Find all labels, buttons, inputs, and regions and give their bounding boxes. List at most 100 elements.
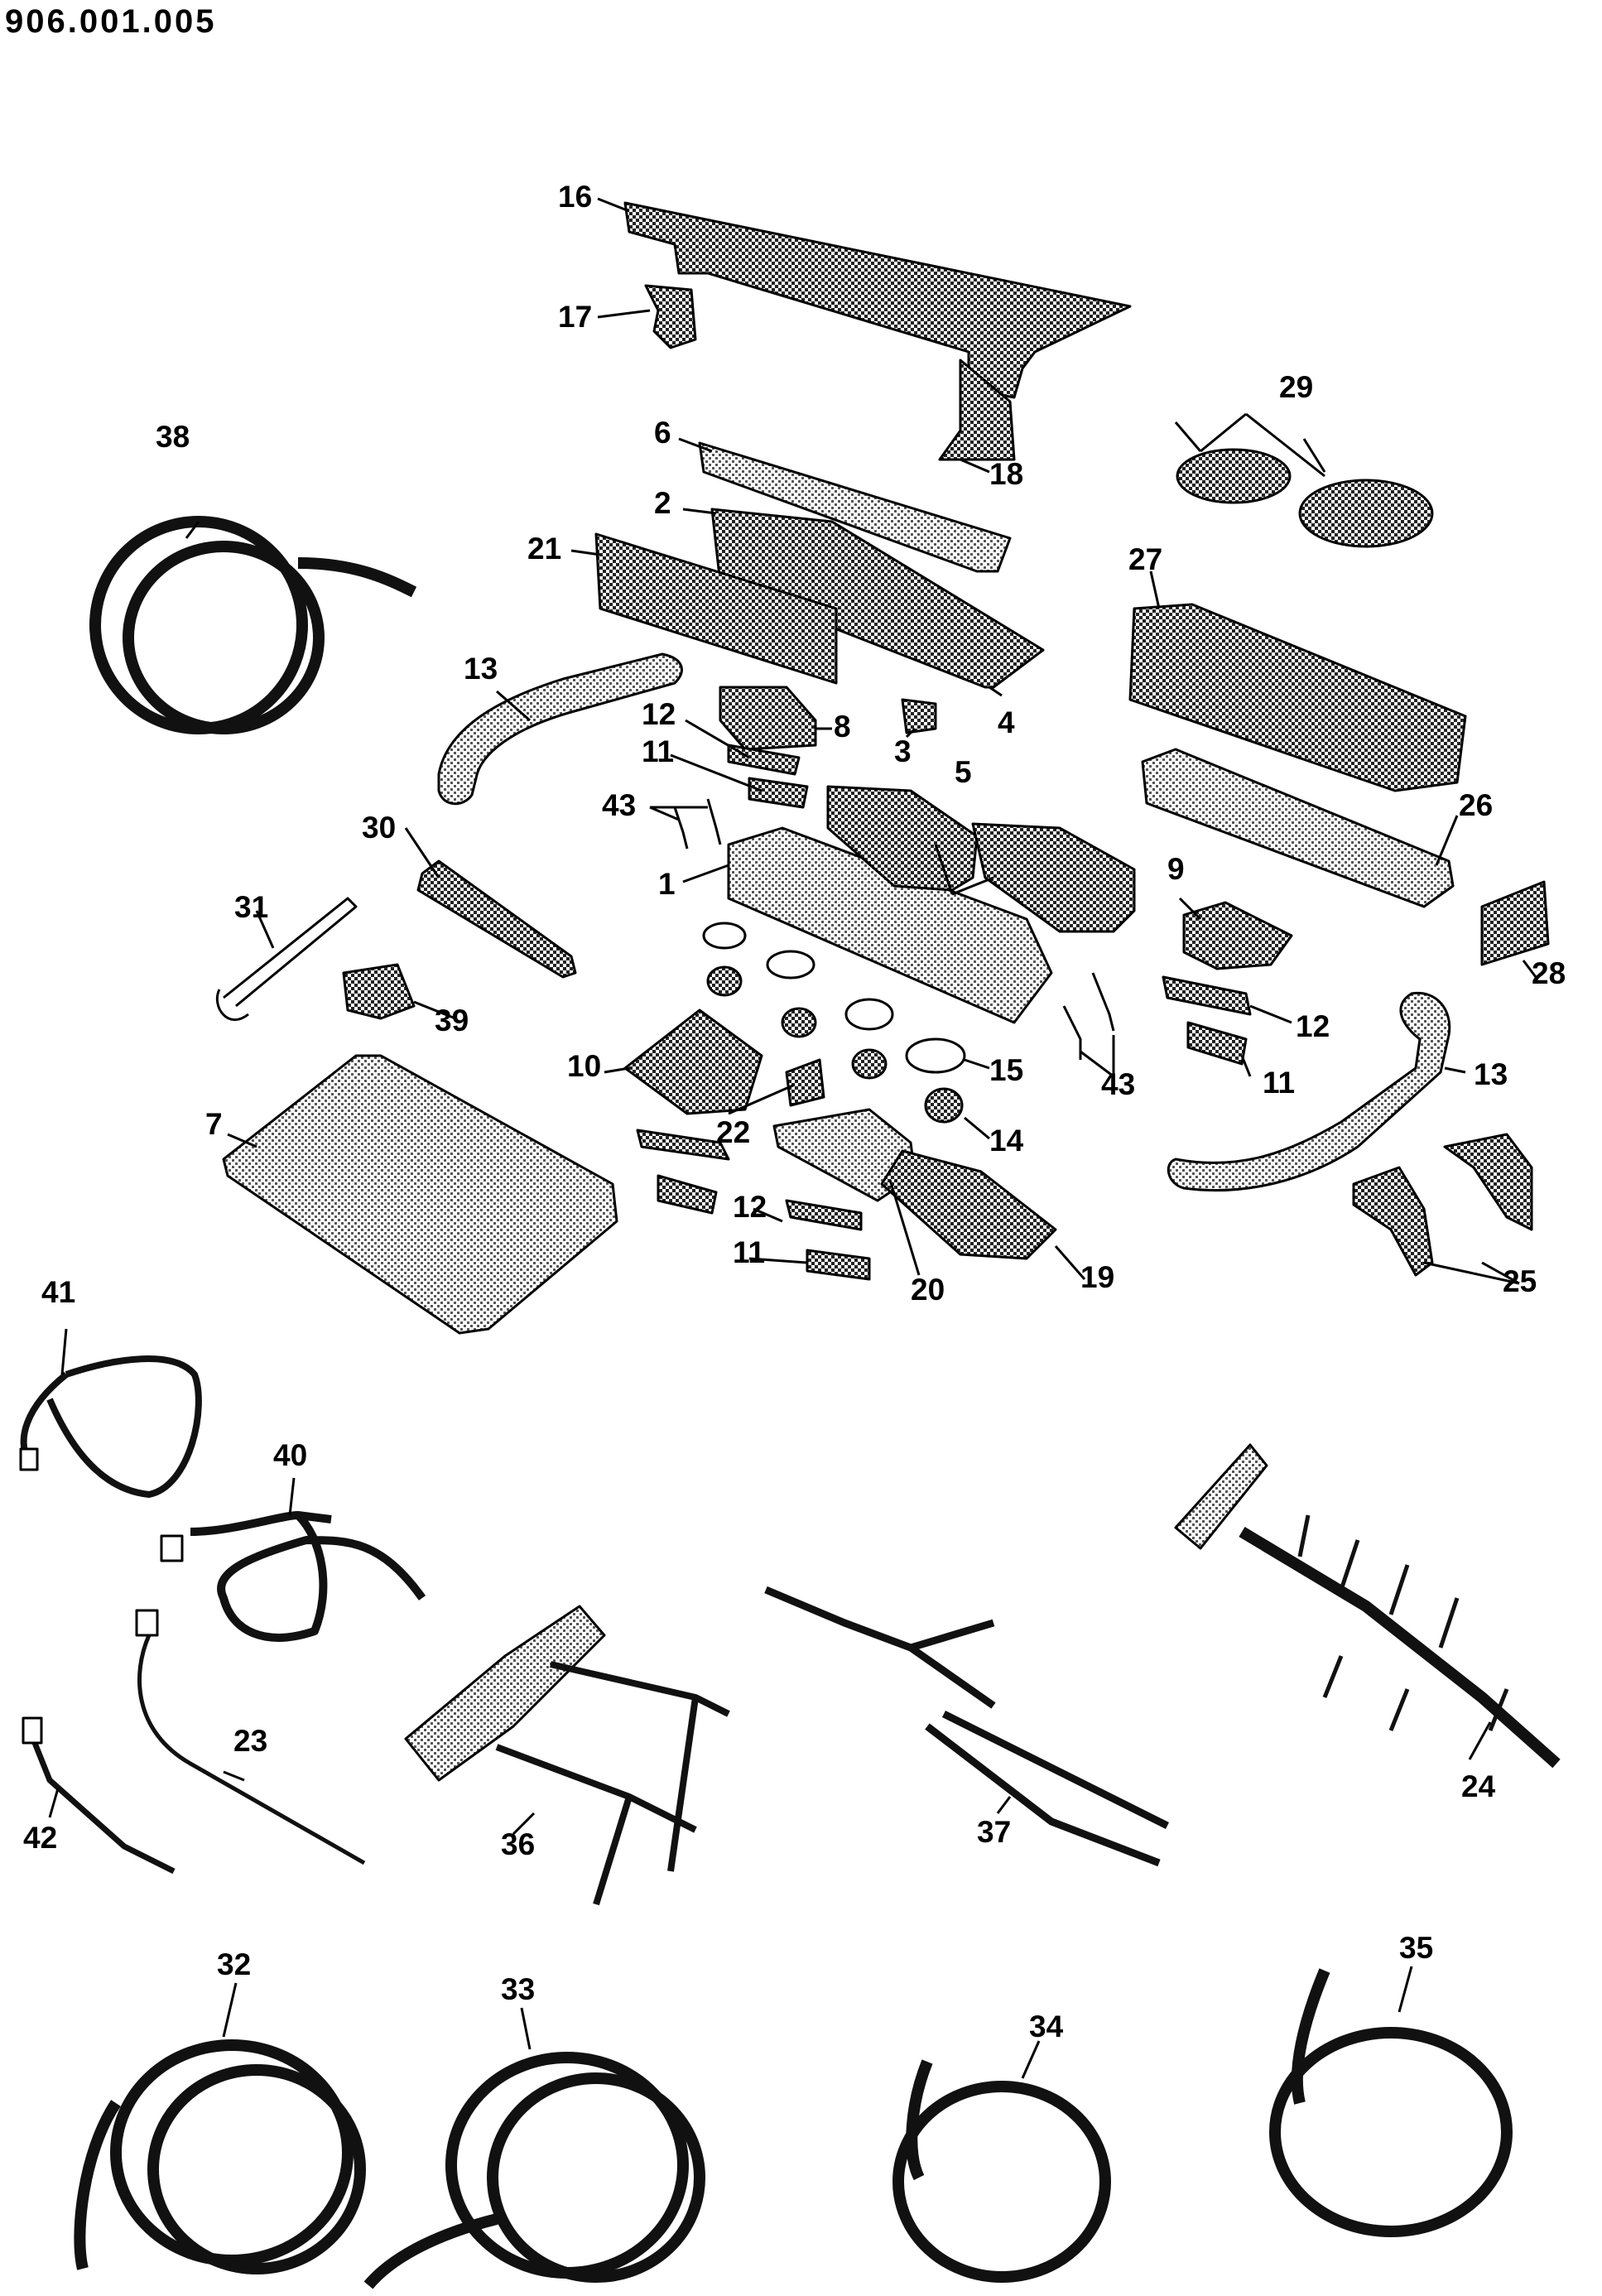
callout-34: 34 [1029,2010,1064,2043]
callout-36: 36 [501,1827,535,1861]
part-38-cable-coil [89,516,417,734]
callout-32: 32 [217,1947,251,1981]
callout-16: 16 [558,180,592,214]
callout-29: 29 [1279,370,1313,404]
part-35-cable-coil [1269,1968,1513,2237]
part-1-main-duct [727,826,1053,1024]
part-26-box [1141,748,1455,908]
part-11b-seal [657,1174,718,1215]
callout-43-left: 43 [602,788,636,822]
callout-19: 19 [1080,1260,1114,1294]
callout-31: 31 [234,890,268,924]
callout-37: 37 [977,1815,1011,1849]
part-17-bracket [644,284,697,349]
part-29-coil-right [1298,479,1434,548]
part-18-bracket [938,359,1016,461]
part-43b-brackets [1062,972,1115,1060]
callout-28: 28 [1532,956,1566,990]
callout-8: 8 [834,710,851,744]
part-13b-duct-hose [1167,991,1451,1192]
part-5-blower-left [826,785,979,892]
callout-25: 25 [1503,1264,1537,1298]
part-40-harness [190,1511,426,1642]
callout-35: 35 [1399,1931,1433,1965]
part-11c-right-seal [1186,1021,1248,1066]
callout-10: 10 [567,1049,601,1083]
callout-15: 15 [989,1053,1023,1087]
part-6-lid-plate [698,441,1012,573]
callout-11-right: 11 [1263,1066,1295,1100]
part-13a-duct-hose [437,652,683,806]
part-32-cable-coil [74,2039,366,2274]
part-30-tube [416,859,577,979]
part-24-harness [1174,1443,1561,1769]
part-19-grille [880,1149,1057,1260]
callout-40: 40 [273,1438,307,1472]
callout-30: 30 [362,811,396,845]
callout-4: 4 [998,705,1015,739]
part-42-wire [30,1737,176,1875]
callout-38: 38 [156,420,190,454]
part-9-fan [1182,901,1293,970]
part-25-corner-brackets [1352,1133,1533,1277]
part-12c-gasket [785,1199,863,1231]
part-7-base-tray [222,1054,618,1335]
callout-12-upper: 12 [642,697,676,731]
callout-26: 26 [1459,788,1493,822]
part-43a-brackets [673,798,722,850]
callout-11-upper: 11 [642,734,674,768]
part-11a-seal [748,777,809,809]
document-code: 906.001.005 [5,3,217,40]
part-grommets-cluster [702,922,966,1124]
callout-22: 22 [716,1115,750,1149]
part-41-harness [20,1355,202,1498]
callout-12-right: 12 [1296,1009,1330,1043]
part-27-box [1128,603,1467,792]
callout-21: 21 [527,532,561,566]
callout-11-lower: 11 [733,1235,765,1269]
part-23-wire [137,1634,366,1865]
part-37-harness [764,1586,1170,1867]
callout-43-right: 43 [1101,1067,1135,1101]
callout-20: 20 [911,1273,945,1307]
part-34-cable-coil [892,2059,1111,2283]
callout-17: 17 [558,300,592,334]
part-12c-right-gasket [1162,975,1252,1016]
callout-42: 42 [23,1821,57,1855]
callout-39: 39 [435,1004,469,1037]
callout-41: 41 [41,1275,75,1309]
part-31-rod [215,897,358,1021]
part-3-clip [901,698,937,734]
callout-18: 18 [989,457,1023,491]
callout-7: 7 [205,1107,223,1141]
part-12b-gasket [636,1129,730,1161]
part-8-cover [719,686,817,751]
part-12a-gasket [727,744,801,776]
callout-6: 6 [654,416,671,450]
part-33-cable-coil [363,2052,705,2289]
callout-1: 1 [658,867,676,901]
callout-33: 33 [501,1972,535,2006]
callout-5: 5 [955,755,972,789]
part-39-component [342,963,416,1020]
callout-27: 27 [1128,542,1162,576]
part-22-damper [785,1058,825,1107]
part-28-plate [1480,880,1550,966]
callout-13-left: 13 [464,652,498,686]
part-16-top-cover [623,201,1132,399]
part-11c-seal [806,1249,871,1281]
part-36-harness [404,1605,730,1906]
part-21-panel [594,532,838,685]
part-5-blower-right [971,822,1136,933]
callout-2: 2 [654,486,671,520]
callout-3: 3 [894,734,912,768]
callout-12-lower: 12 [733,1190,767,1224]
callout-24: 24 [1461,1769,1496,1803]
part-29-coil-left [1176,448,1292,504]
callout-13-right: 13 [1474,1057,1508,1091]
callout-9: 9 [1167,852,1185,886]
callout-14: 14 [989,1124,1024,1158]
callout-23: 23 [233,1724,267,1758]
part-10-filter-tray [623,1008,763,1115]
